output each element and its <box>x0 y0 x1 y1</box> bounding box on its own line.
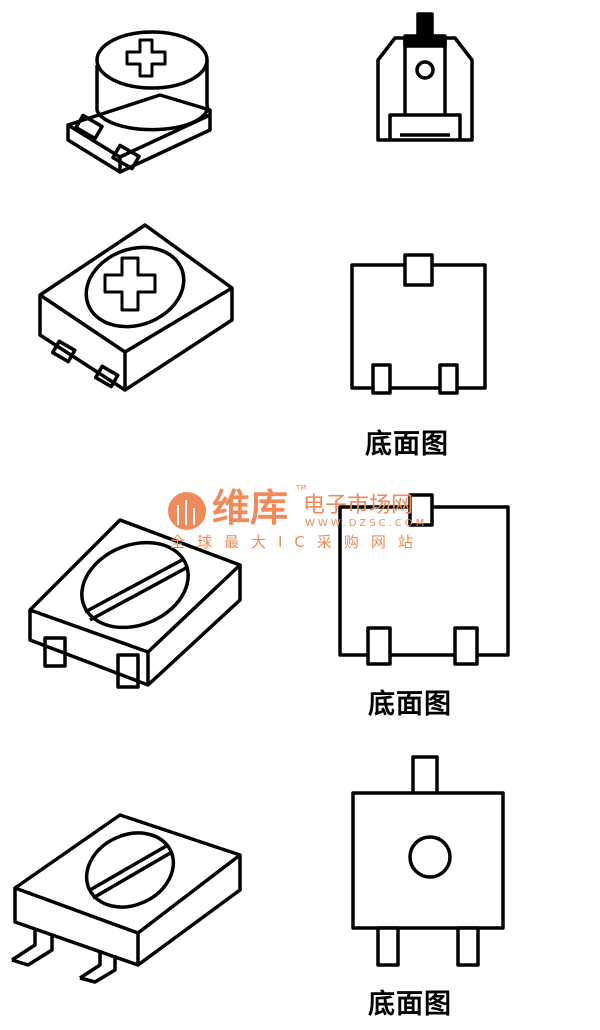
watermark-name: 电子市场网 <box>303 493 414 518</box>
watermark-slogan: 全球最大IC采购网站 <box>170 533 425 551</box>
watermark-url: WWW.DZSC.COM <box>305 518 428 529</box>
trimmer-3-bottom-view <box>338 493 510 666</box>
trimmer-1-perspective <box>66 30 212 174</box>
watermark-brand: 维库 <box>212 486 289 530</box>
trimmer-2-bottom-view <box>350 253 487 395</box>
trimmer-1-side-view <box>376 12 474 142</box>
trimmer-3-perspective <box>28 518 242 689</box>
bottom-view-label-2: 底面图 <box>368 689 452 720</box>
trimmer-4-perspective <box>11 813 242 984</box>
trimmer-2-perspective <box>38 223 234 392</box>
bottom-view-label-1: 底面图 <box>365 429 449 460</box>
watermark-tm: TM <box>296 484 307 492</box>
bottom-view-label-3: 底面图 <box>368 989 452 1020</box>
trimmer-4-bottom-view <box>351 755 505 967</box>
watermark-logo-icon <box>168 492 206 530</box>
